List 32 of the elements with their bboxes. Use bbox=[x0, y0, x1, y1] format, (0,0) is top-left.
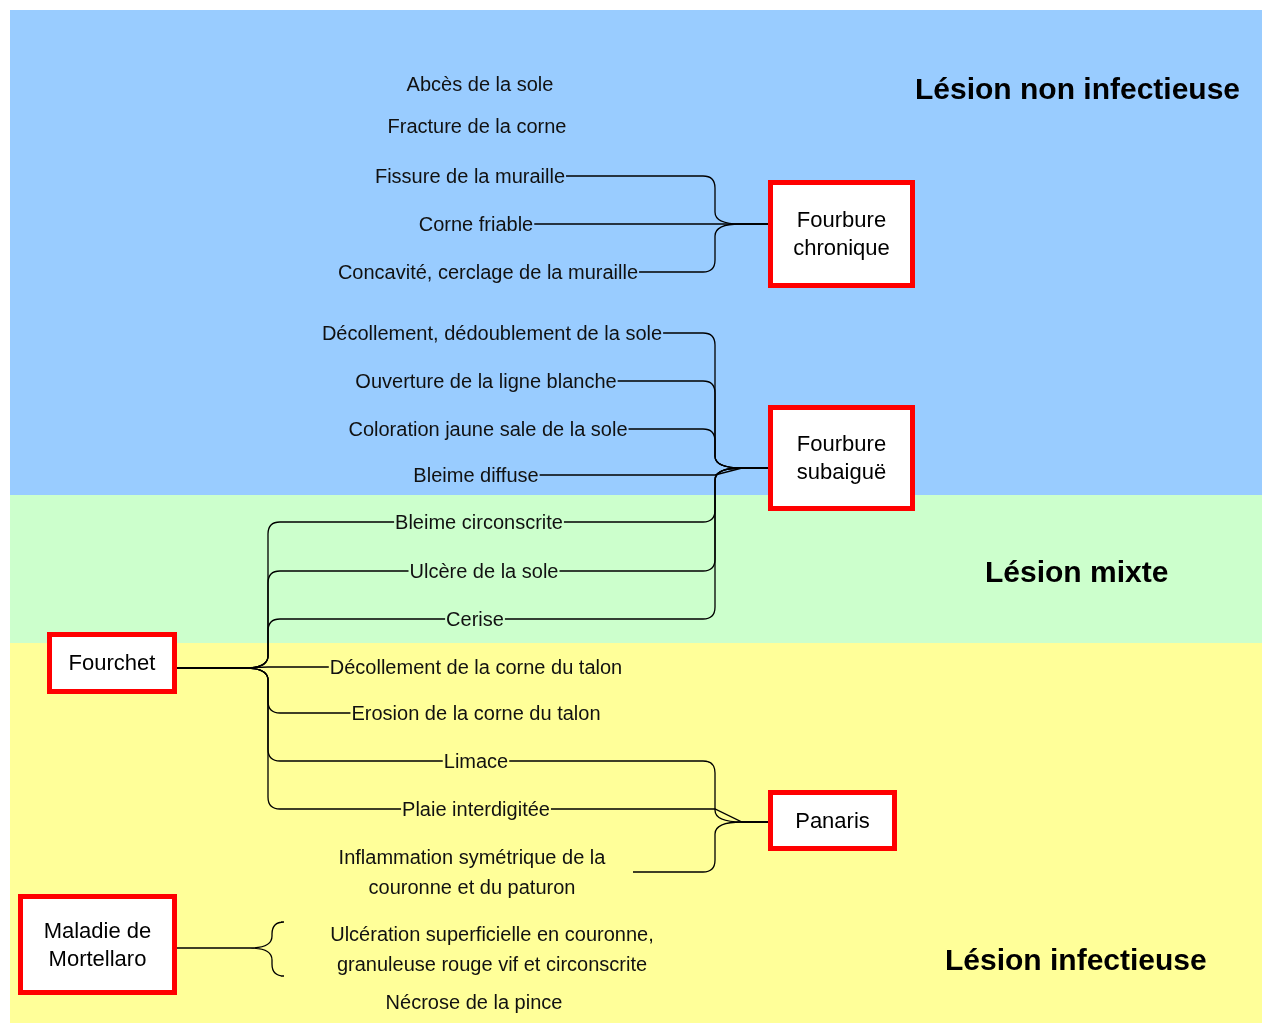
band-heading: Lésion infectieuse bbox=[945, 943, 1207, 977]
symptom-text: Bleime circonscrite bbox=[395, 507, 563, 537]
symptom-text: Limace bbox=[443, 746, 509, 776]
symptom-text: Bleime diffuse bbox=[413, 460, 539, 490]
symptom-text: Plaie interdigitée bbox=[402, 794, 550, 824]
symptom-text: Ouverture de la ligne blanche bbox=[355, 366, 617, 396]
symptom-text: Abcès de la sole bbox=[406, 69, 554, 99]
symptom-text: Coloration jaune sale de la sole bbox=[348, 414, 628, 444]
brace-connector bbox=[176, 921, 285, 977]
symptom-text: Décollement de la corne du talon bbox=[329, 652, 623, 682]
lesion-band bbox=[10, 495, 1262, 643]
symptom-text: Inflammation symétrique de la couronne et du paturon bbox=[312, 842, 632, 902]
diagnosis-box: Maladie de Mortellaro bbox=[18, 894, 177, 995]
diagnosis-box: Fourbure subaiguë bbox=[768, 405, 915, 511]
symptom-text: Ulcère de la sole bbox=[409, 556, 559, 586]
diagnosis-box: Fourbure chronique bbox=[768, 180, 915, 288]
symptom-text: Erosion de la corne du talon bbox=[351, 698, 601, 728]
diagnosis-box: Panaris bbox=[768, 790, 897, 851]
band-heading: Lésion mixte bbox=[985, 555, 1169, 589]
brace-connector bbox=[632, 821, 769, 873]
symptom-text: Fissure de la muraille bbox=[374, 161, 566, 191]
symptom-text: Ulcération superficielle en couronne, granuleuse rouge vif et circonscrite bbox=[282, 919, 702, 979]
band-heading: Lésion non infectieuse bbox=[915, 72, 1241, 106]
symptom-text: Décollement, dédoublement de la sole bbox=[321, 318, 663, 348]
brace-connector bbox=[638, 223, 769, 273]
lesion-band bbox=[10, 10, 1262, 495]
diagnosis-box: Fourchet bbox=[47, 632, 177, 694]
symptom-text: Cerise bbox=[446, 604, 504, 634]
symptom-text: Nécrose de la pince bbox=[385, 987, 563, 1017]
symptom-text: Fracture de la corne bbox=[387, 111, 567, 141]
symptom-text: Corne friable bbox=[418, 209, 534, 239]
symptom-text: Concavité, cerclage de la muraille bbox=[337, 257, 639, 287]
